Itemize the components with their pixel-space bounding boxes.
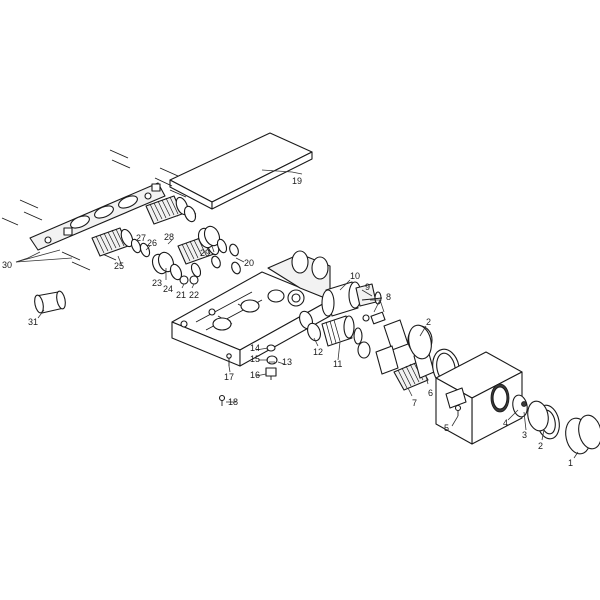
part-15-screw: [266, 355, 278, 365]
label-2-upper: 2: [426, 317, 431, 327]
part-12-valve-insert: [299, 310, 321, 342]
part-5-screw: [454, 404, 462, 416]
part-11-cartridge: [321, 315, 371, 359]
label-30: 30: [2, 260, 12, 270]
part-19-cover-plate: [169, 132, 313, 210]
part-17-pin: [226, 353, 232, 366]
label-18: 18: [228, 397, 238, 407]
part-7-handle-block: [375, 319, 429, 391]
part-31-sleeve: [34, 290, 66, 314]
part-30-mounting-rail: [29, 182, 166, 251]
part-5-housing: [435, 351, 523, 445]
part-1-knob: [565, 414, 600, 455]
part-14-washer: [266, 344, 276, 352]
label-14: 14: [250, 343, 260, 353]
label-26: 26: [147, 238, 157, 248]
label-6: 6: [428, 388, 433, 398]
leader-lines: [15, 169, 579, 459]
label-24: 24: [163, 284, 173, 294]
label-5: 5: [444, 423, 449, 433]
label-28: 28: [164, 232, 174, 242]
label-2-lower: 2: [538, 441, 543, 451]
part-main-valve-body: [171, 250, 331, 367]
label-1: 1: [568, 458, 573, 468]
part-18-screw: [218, 394, 226, 406]
label-16: 16: [250, 370, 260, 380]
label-29: 29: [200, 248, 210, 258]
label-12: 12: [313, 347, 323, 357]
part-8-clip: [362, 311, 386, 325]
label-15: 15: [250, 354, 260, 364]
label-11: 11: [333, 359, 342, 369]
label-9: 9: [365, 282, 370, 292]
callout-labels: 1 2 2 3 4 5 6 7 8 9 10 11 12 13 14 15 16…: [2, 176, 573, 468]
part-16-nut: [265, 367, 277, 380]
label-20: 20: [244, 258, 254, 268]
label-21: 21: [176, 290, 186, 300]
part-23-24-fittings: [151, 251, 183, 281]
label-4: 4: [503, 418, 508, 428]
label-17: 17: [224, 372, 234, 382]
part-26-27-rings: [130, 238, 151, 258]
label-31: 31: [28, 317, 38, 327]
label-22: 22: [189, 290, 199, 300]
part-threaded-cartridge-upper: [145, 195, 189, 225]
label-8: 8: [386, 292, 391, 302]
label-10: 10: [350, 271, 360, 281]
label-7: 7: [412, 398, 417, 408]
part-25-threaded-cartridge: [91, 227, 134, 257]
label-25: 25: [114, 261, 124, 271]
part-10-cartridge: [321, 281, 377, 317]
label-13: 13: [282, 357, 292, 367]
label-23: 23: [152, 278, 162, 288]
label-19: 19: [292, 176, 302, 186]
part-3-ring: [527, 400, 549, 432]
part-2-o-ring-upper: [408, 324, 432, 360]
label-3: 3: [522, 430, 527, 440]
part-21-22-nuts: [179, 275, 199, 285]
part-upper-fittings: [183, 205, 241, 278]
label-27: 27: [136, 233, 146, 243]
